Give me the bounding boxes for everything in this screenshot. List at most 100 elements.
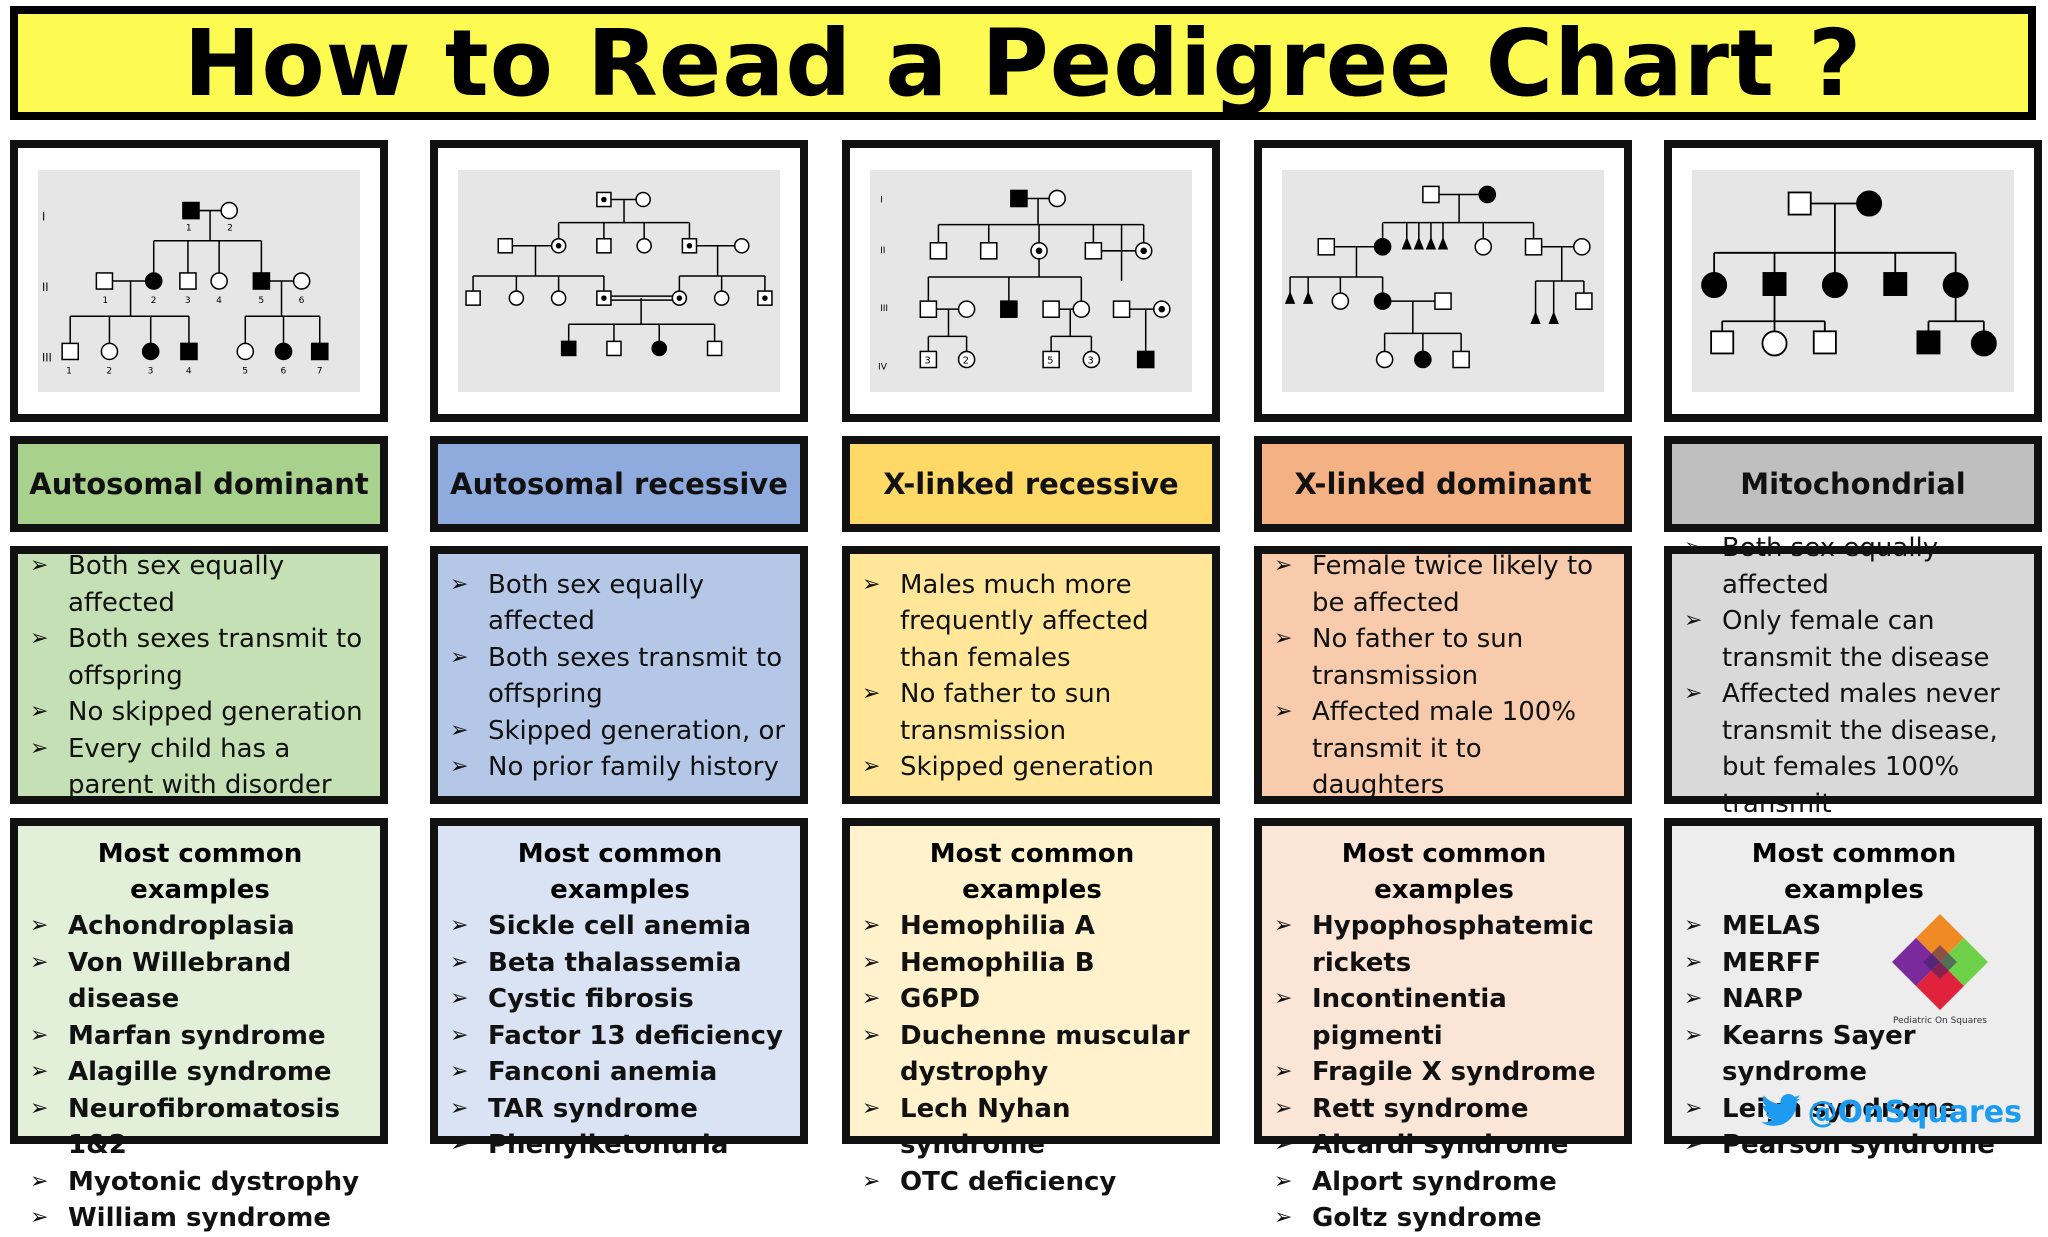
header-label: Autosomal recessive: [450, 467, 788, 501]
svg-text:6: 6: [281, 367, 287, 377]
column-mitochondrial: Mitochondrial Both sex equally affected …: [1664, 140, 2042, 1163]
example-item: William syndrome: [28, 1200, 372, 1237]
feature-item: Affected males never transmit the diseas…: [1682, 676, 2026, 822]
examples-box: Most common examples MELAS MERFF NARP Ke…: [1664, 818, 2042, 1163]
svg-text:5: 5: [1047, 356, 1053, 367]
example-item: Alport syndrome: [1272, 1164, 1616, 1201]
svg-text:1: 1: [102, 296, 108, 306]
svg-text:6: 6: [299, 296, 305, 306]
column-autosomal-recessive: Autosomal recessive Both sex equally aff…: [430, 140, 808, 1163]
twitter-handle[interactable]: @OnSquares: [1759, 1094, 2022, 1130]
pedigree-panel: I II III IV: [870, 170, 1192, 392]
pedigree-panel: [1692, 170, 2014, 392]
inheritance-header: Autosomal recessive: [430, 436, 808, 532]
pedigree-panel: I II III 1 2: [38, 170, 360, 392]
example-item: Goltz syndrome: [1272, 1200, 1616, 1237]
gen-label: II: [880, 246, 885, 256]
pedigree-box: [1254, 140, 1632, 422]
features-list: Both sex equally affected Both sexes tra…: [28, 548, 372, 804]
example-item: G6PD: [860, 981, 1204, 1018]
pedigree-box: [1664, 140, 2042, 422]
example-item: Rett syndrome: [1272, 1091, 1616, 1128]
svg-text:5: 5: [258, 296, 264, 306]
twitter-handle-text[interactable]: @OnSquares: [1807, 1094, 2022, 1130]
example-item: Factor 13 deficiency: [448, 1018, 792, 1055]
logo-caption: Pediatric On Squares: [1893, 1016, 1987, 1026]
feature-item: No skipped generation: [28, 694, 372, 731]
feature-item: Both sexes transmit to offspring: [28, 621, 372, 694]
example-item: Fragile X syndrome: [1272, 1054, 1616, 1091]
gen-label: I: [42, 211, 45, 224]
feature-item: Every child has a parent with disorder: [28, 731, 372, 804]
header-label: Autosomal dominant: [29, 467, 369, 501]
inheritance-header: X-linked dominant: [1254, 436, 1632, 532]
example-item: Pearson syndrome: [1682, 1127, 2026, 1164]
svg-text:4: 4: [186, 367, 192, 377]
example-item: MELAS: [1682, 908, 2026, 945]
example-item: MERFF: [1682, 945, 2026, 982]
twitter-bird-icon: [1761, 1094, 1802, 1126]
column-autosomal-dominant: I II III 1 2: [10, 140, 388, 1236]
pedigree-box: I II III 1 2: [10, 140, 388, 422]
examples-title: Most common examples: [97, 839, 303, 905]
gen-label: III: [880, 304, 888, 314]
svg-text:1: 1: [66, 367, 72, 377]
features-box: Both sex equally affected Both sexes tra…: [430, 546, 808, 804]
svg-text:4: 4: [216, 296, 222, 306]
svg-text:3: 3: [148, 367, 154, 377]
header-label: X-linked dominant: [1294, 467, 1592, 501]
example-item: Aicardi syndrome: [1272, 1127, 1616, 1164]
features-box: Both sex equally affected Only female ca…: [1664, 530, 2042, 819]
examples-box: Most common examples Sickle cell anemia …: [430, 818, 808, 1163]
example-item: Phenylketonuria: [448, 1127, 792, 1164]
svg-text:2: 2: [106, 367, 112, 377]
header-label: Mitochondrial: [1740, 467, 1966, 501]
example-item: Lech Nyhan syndrome: [860, 1091, 1204, 1164]
examples-title: Most common examples: [1751, 839, 1957, 905]
title-banner: How to Read a Pedigree Chart ?: [10, 6, 2036, 120]
feature-item: Males much more frequently affected than…: [860, 567, 1204, 677]
svg-text:7: 7: [317, 367, 323, 377]
example-item: Fanconi anemia: [448, 1054, 792, 1091]
pedigree-mitochondrial: [1701, 190, 1997, 357]
pedigree-x-linked-recessive: I II III IV: [878, 189, 1171, 373]
example-item: Leigh syndrome: [1682, 1091, 2026, 1128]
gen-label: III: [42, 352, 52, 365]
examples-list: Hypophosphatemic rickets Incontinentia p…: [1272, 908, 1616, 1237]
example-item: Hemophilia A: [860, 908, 1204, 945]
feature-item: Skipped generation: [860, 749, 1204, 786]
feature-item: Both sex equally affected: [1682, 530, 2026, 603]
features-box: Both sex equally affected Both sexes tra…: [10, 546, 388, 804]
page-title: How to Read a Pedigree Chart ?: [183, 9, 1863, 117]
examples-title: Most common examples: [1341, 839, 1547, 905]
pediatric-on-squares-logo: Pediatric On Squares: [1880, 908, 2000, 1026]
pedigree-panel: [1282, 170, 1604, 392]
example-item: Cystic fibrosis: [448, 981, 792, 1018]
svg-text:5: 5: [242, 367, 248, 377]
gen-label: I: [880, 196, 883, 206]
examples-list: Achondroplasia Von Willebrand disease Ma…: [28, 908, 372, 1237]
feature-item: Both sex equally affected: [28, 548, 372, 621]
svg-text:3: 3: [924, 356, 930, 367]
inheritance-header: Mitochondrial: [1664, 436, 2042, 532]
gen-label: IV: [878, 363, 888, 373]
pedigree-box: I II III IV: [842, 140, 1220, 422]
features-list: Female twice likely to be affected No fa…: [1272, 548, 1616, 804]
column-x-linked-dominant: X-linked dominant Female twice likely to…: [1254, 140, 1632, 1236]
pedigree-box: [430, 140, 808, 422]
examples-list: Hemophilia A Hemophilia B G6PD Duchenne …: [860, 908, 1204, 1200]
examples-title: Most common examples: [517, 839, 723, 905]
svg-text:1: 1: [186, 224, 192, 234]
example-item: Hemophilia B: [860, 945, 1204, 982]
examples-box: Most common examples Hypophosphatemic ri…: [1254, 818, 1632, 1236]
example-item: Alagille syndrome: [28, 1054, 372, 1091]
inheritance-header: X-linked recessive: [842, 436, 1220, 532]
example-item: Incontinentia pigmenti: [1272, 981, 1616, 1054]
header-label: X-linked recessive: [883, 467, 1179, 501]
feature-item: Both sex equally affected: [448, 567, 792, 640]
features-box: Female twice likely to be affected No fa…: [1254, 546, 1632, 804]
svg-text:2: 2: [151, 296, 157, 306]
feature-item: Affected male 100% transmit it to daught…: [1272, 694, 1616, 804]
example-item: Hypophosphatemic rickets: [1272, 908, 1616, 981]
features-list: Both sex equally affected Both sexes tra…: [448, 567, 792, 786]
